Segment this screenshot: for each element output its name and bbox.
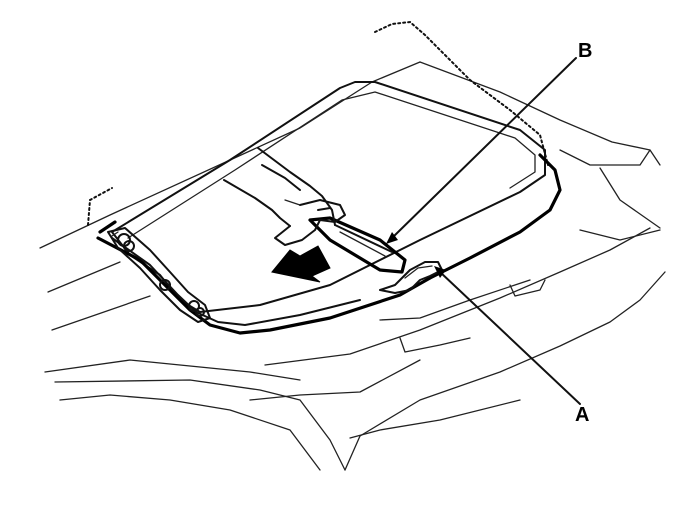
callout-label-b: B: [578, 40, 593, 62]
leader-line-b: [391, 57, 577, 239]
callout-label-a: A: [575, 404, 590, 426]
leader-arrowhead-b: [386, 232, 398, 244]
roof-body-outline: [39, 61, 666, 471]
trim-tool: [308, 216, 407, 274]
hand-icon: [223, 147, 346, 246]
glass-panel: [111, 81, 546, 313]
opening-dotted-outline: [87, 20, 549, 226]
leader-lines: [386, 57, 581, 405]
side-hinge-bracket: [107, 227, 211, 323]
leader-arrowhead-a: [434, 266, 446, 278]
leader-line-a: [439, 271, 581, 405]
sunroof-frame: [96, 153, 562, 335]
push-arrow-icon: [271, 245, 331, 283]
